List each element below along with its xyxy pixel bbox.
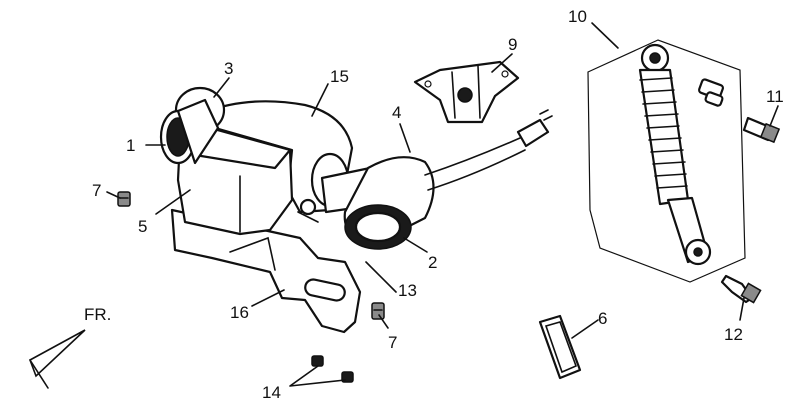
- callout-15: 15: [330, 67, 349, 86]
- left-turn-signal: [159, 86, 226, 165]
- callout-16: 16: [230, 303, 249, 322]
- callout-7-upper: 7: [92, 181, 101, 200]
- callout-6: 6: [598, 309, 607, 328]
- front-label: FR.: [84, 305, 111, 324]
- callout-12: 12: [724, 325, 743, 344]
- rear-shock-absorber: [587, 39, 746, 283]
- mounting-bracket-plate: [413, 60, 520, 124]
- callout-9: 9: [508, 35, 517, 54]
- mount-pin: [297, 198, 319, 223]
- right-turn-signal: [320, 109, 553, 250]
- reflector: [538, 314, 582, 380]
- callout-7-lower: 7: [388, 333, 397, 352]
- screw-7-lower: [371, 302, 385, 320]
- leader-lines: [106, 22, 779, 387]
- callout-10: 10: [568, 7, 587, 26]
- nuts-14: [311, 355, 354, 383]
- screw-7-upper: [117, 191, 131, 207]
- callout-2: 2: [428, 253, 437, 272]
- bolt-12: [720, 274, 762, 304]
- callout-11: 11: [766, 87, 784, 106]
- callout-14: 14: [262, 383, 281, 402]
- callout-13: 13: [398, 281, 417, 300]
- front-direction-arrow: [29, 329, 86, 389]
- callout-3: 3: [224, 59, 233, 78]
- callout-5: 5: [138, 217, 147, 236]
- callout-1: 1: [126, 136, 135, 155]
- callout-4: 4: [392, 103, 401, 122]
- bolt-11: [742, 116, 781, 144]
- license-plate-bracket: [170, 208, 362, 334]
